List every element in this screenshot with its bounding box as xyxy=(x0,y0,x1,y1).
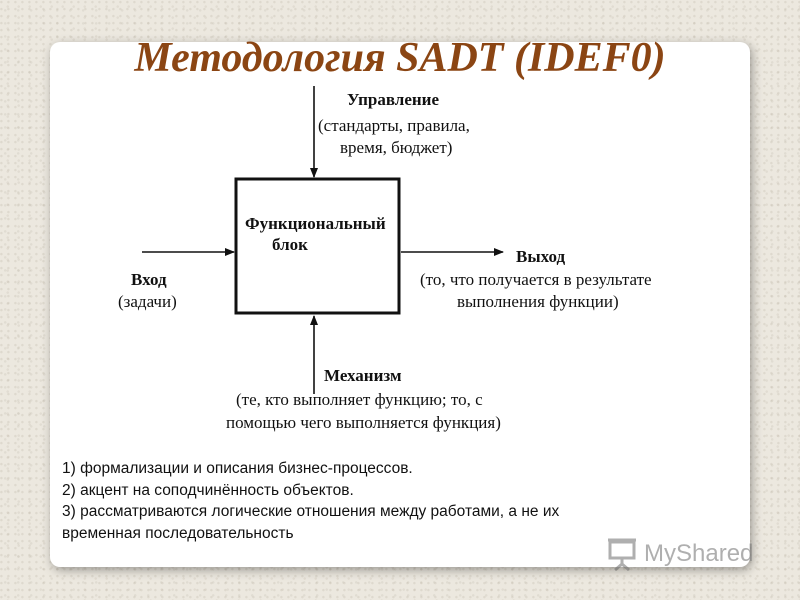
output-label: Выход xyxy=(516,247,565,266)
control-description-line1: (стандарты, правила, xyxy=(318,116,470,135)
mechanism-label: Механизм xyxy=(324,366,402,385)
control-label: Управление xyxy=(347,90,439,109)
input-label: Вход xyxy=(131,270,167,289)
note-item: 3) рассматриваются логические отношения … xyxy=(62,503,560,520)
watermark-text: MyShared xyxy=(644,540,754,567)
presentation-board-icon xyxy=(608,538,636,571)
mechanism-description-line1: (те, кто выполняет функцию; то, с xyxy=(236,390,483,409)
page-title: Методология SADT (IDEF0) xyxy=(134,35,666,81)
output-description-line1: (то, что получается в результате xyxy=(420,270,652,289)
watermark: MyShared xyxy=(606,536,753,572)
mechanism-description-line2: помощью чего выполняется функция) xyxy=(226,413,501,432)
output-description-line2: выполнения функции) xyxy=(457,292,619,311)
notes-list: 1) формализации и описания бизнес-процес… xyxy=(62,458,742,544)
note-item: 1) формализации и описания бизнес-процес… xyxy=(62,460,413,477)
note-item: временная последовательность xyxy=(62,524,294,542)
function-block xyxy=(234,177,401,315)
input-description: (задачи) xyxy=(118,292,177,311)
control-description-line2: время, бюджет) xyxy=(340,138,452,157)
function-block-label-line1: Функциональный xyxy=(245,214,386,233)
function-block-label-line2: блок xyxy=(272,235,308,254)
note-item: 2) акцент на соподчинённость объектов. xyxy=(62,481,354,499)
